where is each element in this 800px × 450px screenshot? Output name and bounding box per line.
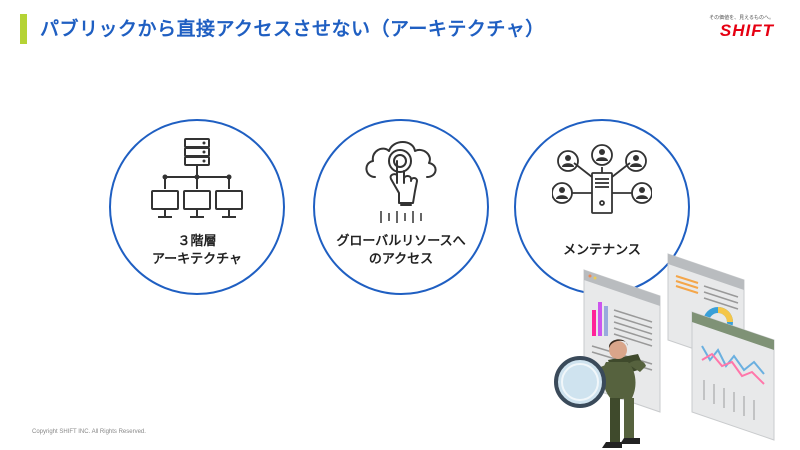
card-label-line: アーキテクチャ bbox=[151, 252, 243, 267]
logo-tagline: その価値を、見えるものへ。 bbox=[709, 15, 774, 21]
cloud-touch-icon bbox=[365, 141, 437, 223]
dashboard-panel-right-bottom bbox=[691, 311, 775, 441]
card-label: ３階層 アーキテクチャ bbox=[111, 233, 283, 269]
logo-name: SHIFT bbox=[719, 21, 774, 40]
page-title: パブリックから直接アクセスさせない（アーキテクチャ） bbox=[40, 18, 545, 40]
title-accent-bar bbox=[20, 14, 27, 44]
card-global-resource-access: グローバルリソースへ のアクセス bbox=[313, 119, 489, 295]
card-three-tier-architecture: ３階層 アーキテクチャ bbox=[109, 119, 285, 295]
card-label-line: グローバルリソースへ bbox=[336, 234, 466, 249]
server-network-icon bbox=[151, 138, 243, 218]
copyright-notice: Copyright SHIFT INC. All Rights Reserved… bbox=[32, 429, 146, 435]
shift-logo: その価値を、見えるものへ。 SHIFT bbox=[694, 14, 774, 40]
card-label-line: ３階層 bbox=[177, 234, 217, 249]
card-label: メンテナンス bbox=[516, 242, 688, 260]
card-label: グローバルリソースへ のアクセス bbox=[315, 233, 487, 269]
analyst-magnifier-dashboards-illustration bbox=[554, 253, 775, 448]
card-label-line: メンテナンス bbox=[563, 243, 641, 258]
server-users-icon bbox=[552, 144, 652, 214]
analyst-figure bbox=[554, 339, 646, 448]
card-label-line: のアクセス bbox=[368, 252, 434, 267]
